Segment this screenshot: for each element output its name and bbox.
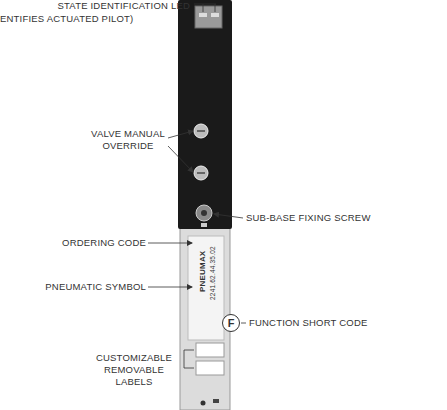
callout-label: ORDERING CODE [30, 237, 146, 249]
valve-upper-body [178, 0, 232, 229]
fixing-screw [196, 205, 212, 221]
led-window [195, 6, 222, 28]
removable-label [196, 343, 224, 357]
mount-hole [201, 401, 206, 406]
led [211, 13, 219, 17]
led [199, 13, 207, 17]
callout-label: CUSTOMIZABLE REMOVABLE LABELS [86, 352, 182, 388]
callout-label: ENTIFIES ACTUATED PILOT) [0, 13, 133, 25]
leader-lines [148, 4, 246, 368]
mark [201, 223, 207, 227]
function-code-circle: F [222, 314, 240, 332]
callout-label: SUB-BASE FIXING SCREW [246, 212, 371, 224]
callout-label: VALVE MANUAL OVERRIDE [86, 128, 170, 152]
device-marking: 2241.62.44.35.02 [210, 246, 217, 300]
override-slot [197, 172, 205, 174]
function-code: F [228, 317, 235, 329]
device-marking: PNEUMAX [199, 251, 207, 292]
mark [213, 399, 219, 403]
manual-override [194, 166, 208, 180]
callout-label: STATE IDENTIFICATION LED [30, 0, 190, 12]
manual-override [194, 124, 208, 138]
removable-label [196, 361, 224, 375]
override-slot [197, 130, 205, 132]
marking-plate [188, 236, 224, 340]
callout-label: PNEUMATIC SYMBOL [30, 281, 146, 293]
callout-label: FUNCTION SHORT CODE [249, 317, 368, 329]
screw-head [201, 210, 207, 216]
